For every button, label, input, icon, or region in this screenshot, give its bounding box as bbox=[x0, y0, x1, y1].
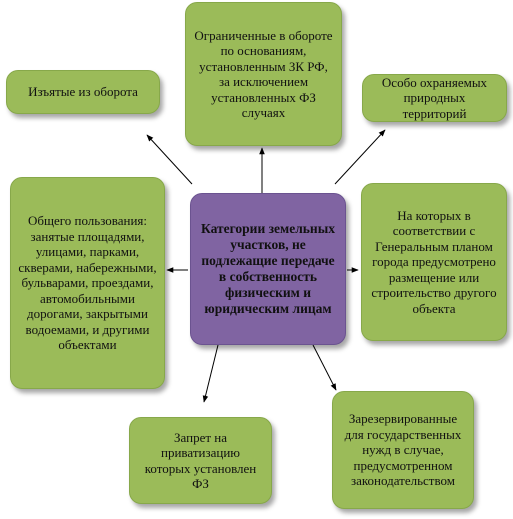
node-reserved: Зарезервированные для государственных ну… bbox=[332, 391, 474, 509]
node-restricted: Ограниченные в обороте по основаниям, ус… bbox=[185, 2, 342, 146]
arrow-to-reserved bbox=[312, 344, 337, 391]
node-center-label: Категории земельных участков, не подлежа… bbox=[200, 221, 335, 316]
node-protected-label: Особо охраняемых природных территорий bbox=[381, 74, 488, 121]
arrow-to-privatization-ban bbox=[202, 344, 219, 403]
node-center: Категории земельных участков, не подлежа… bbox=[190, 193, 346, 345]
arrow-to-protected bbox=[334, 129, 386, 185]
node-withdrawn-label: Изъятые из оборота bbox=[28, 84, 138, 100]
node-general-plan: На которых в соответствии с Генеральным … bbox=[361, 183, 507, 341]
node-privatization-ban-label: Запрет на приватизацию которых установле… bbox=[144, 429, 257, 492]
node-privatization-ban: Запрет на приватизацию которых установле… bbox=[129, 417, 272, 504]
node-common-use: Общего пользования: занятые площадями, у… bbox=[10, 177, 165, 389]
node-general-plan-label: На которых в соответствии с Генеральным … bbox=[371, 207, 497, 316]
node-withdrawn: Изъятые из оборота bbox=[6, 70, 160, 114]
node-protected: Особо охраняемых природных территорий bbox=[362, 74, 507, 122]
node-reserved-label: Зарезервированные для государственных ну… bbox=[344, 411, 462, 489]
node-common-use-label: Общего пользования: занятые площадями, у… bbox=[18, 213, 157, 353]
arrow-to-withdrawn bbox=[146, 134, 193, 185]
node-restricted-label: Ограниченные в обороте по основаниям, ус… bbox=[194, 27, 333, 121]
